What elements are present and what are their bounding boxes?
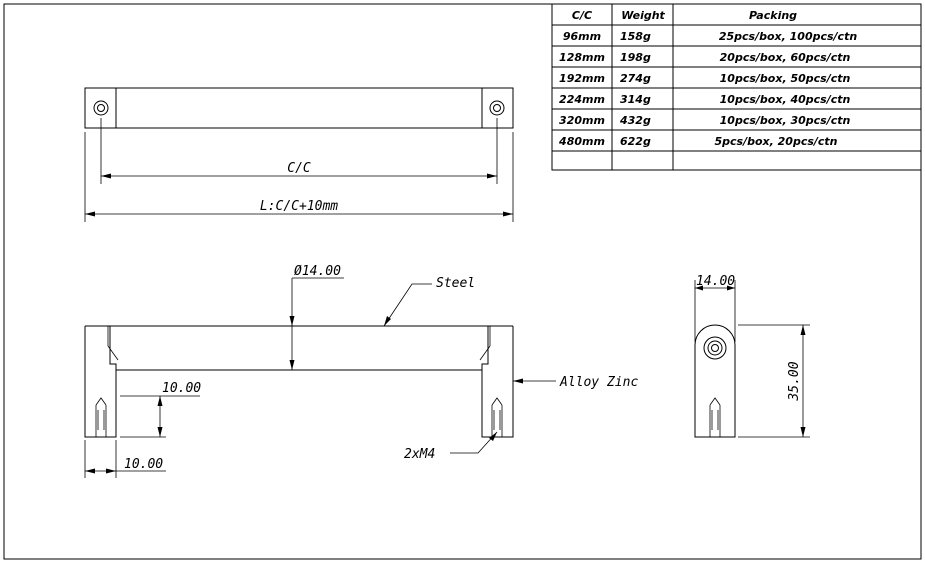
- table-cell-cc: 192mm: [559, 72, 605, 85]
- screws-leader: [450, 431, 498, 454]
- bar-section: [703, 336, 727, 360]
- table-cell-cc: 128mm: [559, 51, 605, 64]
- table-cell-weight: 432g: [619, 114, 651, 127]
- table-cell-cc: 96mm: [563, 30, 601, 43]
- alloy-zinc-callout: Alloy Zinc: [559, 375, 638, 390]
- mount-hole: [93, 100, 109, 116]
- table-cell-weight: 198g: [620, 51, 651, 64]
- table-cell-weight: 274g: [620, 72, 651, 85]
- screw-hole: [491, 397, 503, 437]
- steel-callout: Steel: [436, 276, 475, 291]
- right-leg: [481, 325, 514, 438]
- table-cell-packing: 10pcs/box, 30pcs/ctn: [720, 114, 851, 127]
- screw-hole: [95, 397, 107, 437]
- table-cell-weight: 314g: [620, 93, 651, 106]
- table-header-cc: C/C: [572, 9, 592, 22]
- spec-table: C/C Weight Packing 96mm 158g 25pcs/box, …: [551, 3, 922, 171]
- table-frame: [551, 3, 922, 171]
- handle-top-outline: [84, 87, 514, 129]
- table-cell-cc: 320mm: [559, 114, 605, 127]
- table-cell-packing: 25pcs/box, 100pcs/ctn: [719, 30, 858, 43]
- diameter-label: Ø14.00: [294, 264, 341, 279]
- screws-callout: 2xM4: [404, 447, 435, 462]
- table-header-packing: Packing: [749, 9, 797, 22]
- table-cell-cc: 480mm: [558, 135, 605, 148]
- top-view: C/C L:C/C+10mm: [84, 87, 514, 222]
- side-width-label: 14.00: [696, 274, 735, 289]
- side-leg-outline: [694, 324, 736, 438]
- leg-width-label: 10.00: [124, 457, 163, 472]
- side-height-label: 35.00: [787, 361, 802, 401]
- table-header-weight: Weight: [621, 9, 665, 22]
- leg-height-label: 10.00: [162, 381, 201, 396]
- mount-hole: [489, 100, 505, 116]
- front-view: Ø14.00 Steel Alloy Zinc 2xM4 10.00 10.00: [84, 264, 638, 478]
- length-label: L:C/C+10mm: [260, 199, 338, 214]
- left-leg: [84, 325, 117, 438]
- table-cell-cc: 224mm: [559, 93, 605, 106]
- table-cell-packing: 5pcs/box, 20pcs/ctn: [714, 135, 837, 148]
- table-cell-weight: 622g: [620, 135, 651, 148]
- side-view: 14.00 35.00: [694, 274, 810, 438]
- table-cell-packing: 10pcs/box, 40pcs/ctn: [720, 93, 851, 106]
- cc-label: C/C: [287, 161, 311, 176]
- screw-hole: [709, 397, 721, 437]
- table-cell-weight: 158g: [620, 30, 651, 43]
- table-cell-packing: 20pcs/box, 60pcs/ctn: [720, 51, 851, 64]
- steel-leader: [383, 283, 432, 327]
- sheet-border: [3, 3, 922, 560]
- table-cell-packing: 10pcs/box, 50pcs/ctn: [720, 72, 851, 85]
